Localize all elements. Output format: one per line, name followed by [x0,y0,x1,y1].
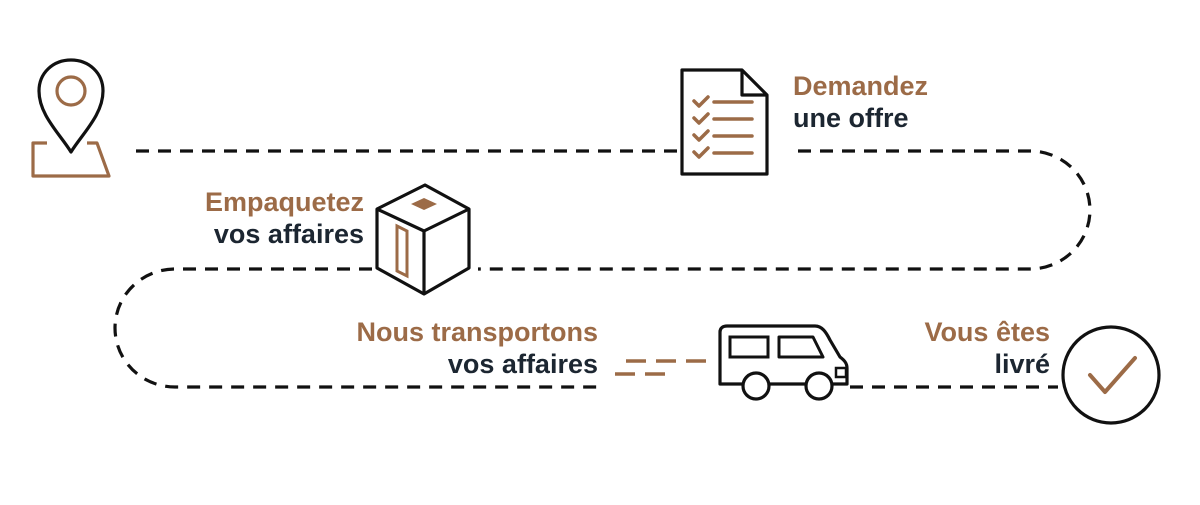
checkmark-circle-icon [1061,325,1161,425]
location-pin-icon [31,58,111,178]
step-subtitle: une offre [793,103,909,133]
step-title: Vous êtes [924,317,1050,347]
step-label-delivered: Vous êtes livré [880,316,1050,380]
step-subtitle: vos affaires [447,349,598,379]
document-checklist-icon [680,68,769,176]
step-title: Nous transportons [356,317,598,347]
package-box-icon [375,183,471,296]
dashed-route-path [478,149,1092,271]
delivery-van-icon [718,324,849,401]
step-title: Empaquetez [204,187,364,217]
step-label-request-offer: Demandez une offre [793,70,928,134]
step-subtitle: livré [994,349,1050,379]
step-label-pack: Empaquetez vos affaires [170,186,364,250]
step-label-transport: Nous transportons vos affaires [330,316,598,380]
step-subtitle: vos affaires [213,219,364,249]
speed-lines-icon [615,359,706,376]
step-title: Demandez [793,71,929,101]
dashed-route-path [113,267,600,389]
